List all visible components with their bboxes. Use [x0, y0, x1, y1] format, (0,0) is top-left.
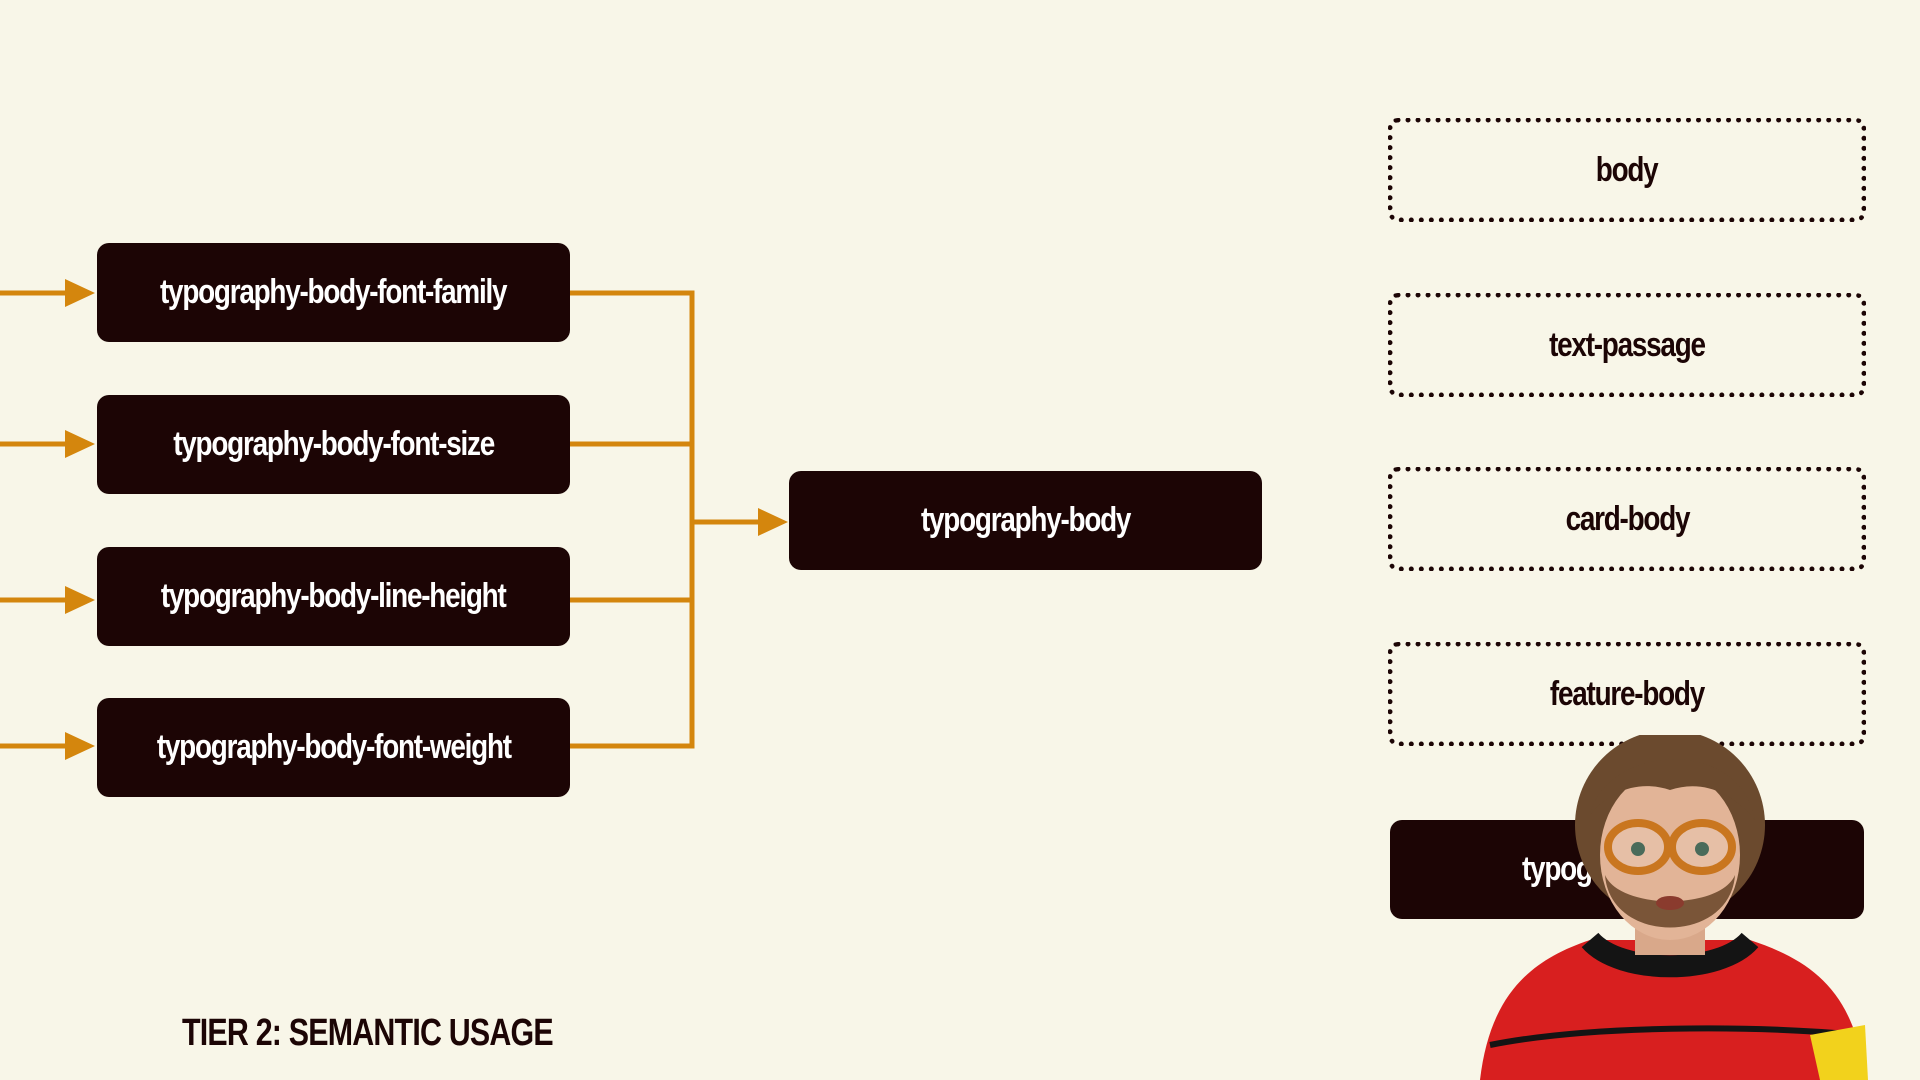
left-eye	[1631, 842, 1645, 856]
tier-label: TIER 2: SEMANTIC USAGE	[182, 1012, 554, 1054]
sweater-stripe	[1489, 1025, 1861, 1048]
usage-node-text-passage: text-passage	[1388, 293, 1866, 397]
center-node-typography-body: typography-body	[789, 471, 1262, 570]
input-node-label: typography-body-font-size	[173, 425, 495, 463]
sweater-shape	[1480, 940, 1865, 1080]
right-eye	[1695, 842, 1709, 856]
input-node-line-height: typography-body-line-height	[97, 547, 570, 646]
input-node-label: typography-body-font-family	[160, 273, 507, 311]
output-arrowhead	[758, 508, 788, 536]
input-node-label: typography-body-font-weight	[156, 728, 512, 766]
hair-fringe	[1590, 759, 1755, 820]
join-line-1	[570, 290, 695, 749]
usage-node-body: body	[1388, 118, 1866, 222]
presenter-webcam-icon	[1480, 735, 1868, 1080]
usage-node-label: card-body	[1565, 499, 1690, 538]
mouth	[1656, 896, 1684, 910]
input-arrowhead-4	[65, 732, 95, 760]
input-node-font-family: typography-body-font-family	[97, 243, 570, 342]
input-node-label: typography-body-line-height	[161, 577, 507, 615]
input-arrowhead-1	[65, 279, 95, 307]
sweater-collar	[1581, 932, 1759, 978]
sweater-yellow-patch	[1810, 1025, 1868, 1080]
input-arrowhead-2	[65, 430, 95, 458]
input-node-font-size: typography-body-font-size	[97, 395, 570, 494]
usage-node-label: text-passage	[1549, 325, 1706, 364]
usage-node-feature-body: feature-body	[1388, 642, 1866, 746]
usage-node-card-body: card-body	[1388, 467, 1866, 571]
usage-node-label: body	[1596, 150, 1659, 189]
center-node-label: typography-body	[920, 501, 1131, 539]
input-node-font-weight: typography-body-font-weight	[97, 698, 570, 797]
usage-node-label: feature-body	[1549, 674, 1705, 713]
input-arrowhead-3	[65, 586, 95, 614]
